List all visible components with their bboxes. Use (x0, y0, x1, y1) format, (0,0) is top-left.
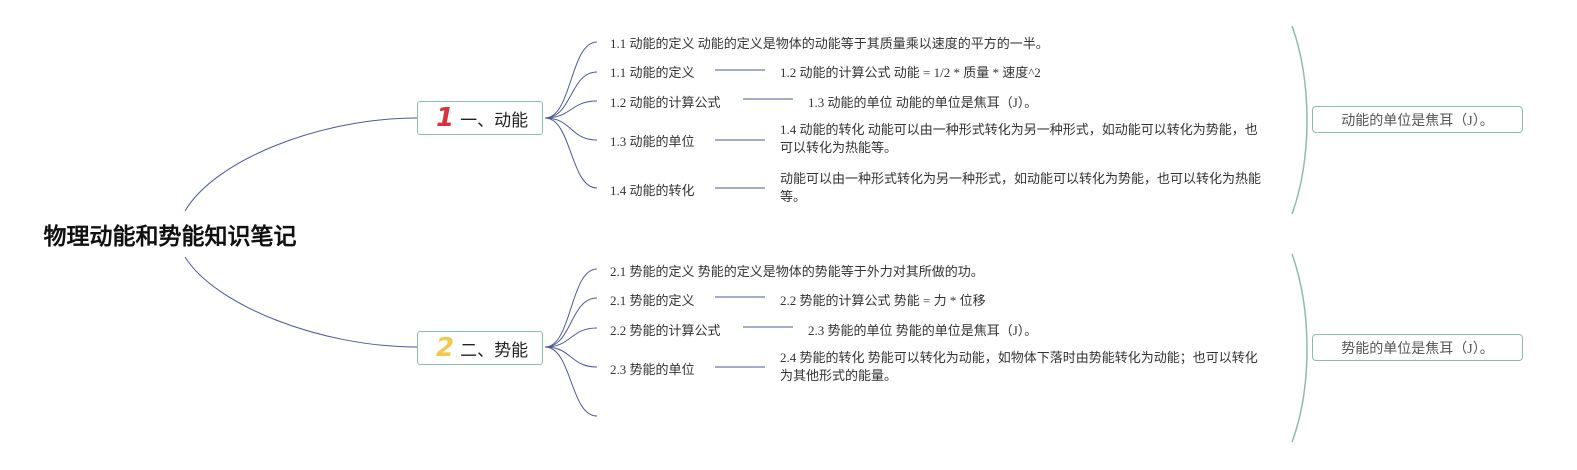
connector-s1-item-5 (544, 117, 598, 189)
s2-detail-4[interactable]: 2.4 势能的转化 势能可以转化为动能，如物体下落时由势能转化为动能；也可以转化… (780, 350, 1258, 383)
s1-detail-4[interactable]: 1.4 动能的转化 动能可以由一种形式转化为另一种形式，如动能可以转化为势能，也… (780, 122, 1258, 155)
s1-detail-3[interactable]: 1.3 动能的单位 动能的单位是焦耳（J）。 (808, 95, 1038, 110)
connector-s2-item-5 (544, 346, 598, 417)
s2-summary[interactable]: 势能的单位是焦耳（J）。 (1312, 334, 1523, 361)
connector-s2-item-1 (544, 268, 598, 348)
connector-s2-item-3 (544, 327, 598, 348)
connector-s1-item-2 (544, 71, 598, 119)
section-1-topic[interactable]: 1 一、动能 (417, 101, 543, 135)
s1-item-3[interactable]: 1.2 动能的计算公式 (610, 95, 721, 110)
section-2-topic[interactable]: 2 二、势能 (417, 331, 543, 365)
connector-root-section-2 (184, 256, 418, 348)
connector-s1-item-4 (544, 117, 598, 141)
section-title: 一、动能 (460, 110, 529, 131)
s1-summary-text: 动能的单位是焦耳（J）。 (1341, 113, 1494, 129)
summary-brace-1 (1291, 25, 1308, 215)
number-badge: 1 (436, 103, 455, 133)
root-title: 物理动能和势能知识笔记 (43, 224, 297, 250)
s2-item-3[interactable]: 2.2 势能的计算公式 (610, 323, 721, 338)
s2-item-2[interactable]: 2.1 势能的定义 (610, 293, 695, 308)
number-badge: 2 (436, 333, 455, 363)
s2-detail-2[interactable]: 2.2 势能的计算公式 势能 = 力 * 位移 (780, 293, 986, 308)
section-title: 二、势能 (460, 340, 529, 361)
s1-item-5[interactable]: 1.4 动能的转化 (610, 183, 695, 198)
s1-detail-2[interactable]: 1.2 动能的计算公式 动能 = 1/2 * 质量 * 速度^2 (780, 65, 1041, 80)
s2-summary-text: 势能的单位是焦耳（J）。 (1341, 341, 1494, 357)
connector-s1-item-3 (544, 100, 598, 119)
s2-item-1[interactable]: 2.1 势能的定义 势能的定义是物体的势能等于外力对其所做的功。 (610, 264, 984, 279)
s1-item-4[interactable]: 1.3 动能的单位 (610, 134, 695, 149)
connector-s1-item-1 (544, 41, 598, 119)
summary-brace-2 (1291, 253, 1308, 443)
s1-item-1[interactable]: 1.1 动能的定义 动能的定义是物体的动能等于其质量乘以速度的平方的一半。 (610, 36, 1049, 51)
root-topic[interactable]: 物理动能和势能知识笔记 (26, 212, 314, 256)
s2-detail-3[interactable]: 2.3 势能的单位 势能的单位是焦耳（J）。 (808, 323, 1038, 338)
s1-item-2[interactable]: 1.1 动能的定义 (610, 65, 695, 80)
connector-s2-item-2 (544, 297, 598, 348)
connector-s2-item-4 (544, 346, 598, 368)
connector-root-section-1 (184, 117, 418, 212)
s2-item-4[interactable]: 2.3 势能的单位 (610, 362, 695, 377)
s1-summary[interactable]: 动能的单位是焦耳（J）。 (1312, 106, 1523, 133)
s1-detail-5[interactable]: 动能可以由一种形式转化为另一种形式，如动能可以转化为势能，也可以转化为热能等。 (780, 171, 1262, 204)
